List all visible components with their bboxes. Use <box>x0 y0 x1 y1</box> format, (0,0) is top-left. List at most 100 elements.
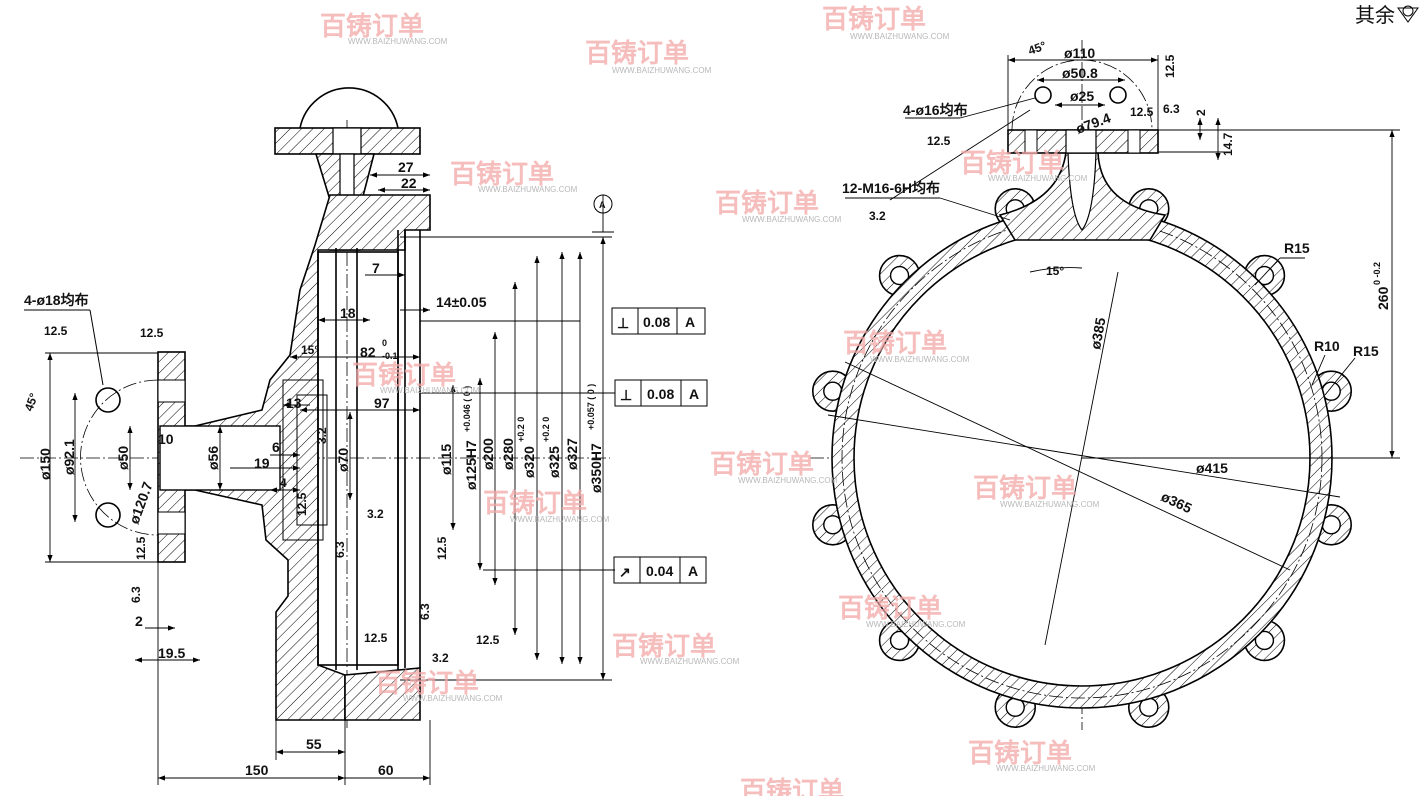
svg-text:百铸订单: 百铸订单 <box>612 631 716 661</box>
svg-text:WWW.BAIZHUWANG.COM: WWW.BAIZHUWANG.COM <box>510 515 610 524</box>
roughness-label: 3.2 <box>315 427 329 444</box>
roughness-label: 12.5 <box>435 536 449 560</box>
tolerance-label: +0.057 ( 0 ) <box>586 384 596 430</box>
dim-label: ø150 <box>37 448 53 480</box>
hole-callout: 4-ø16均布 <box>903 102 968 118</box>
dim-label: 19 <box>254 455 270 471</box>
dim-label: ø50 <box>115 446 131 470</box>
roughness-label: 12.5 <box>364 631 388 645</box>
svg-text:百铸订单: 百铸订单 <box>483 488 587 518</box>
bolt-circle <box>80 379 159 536</box>
dim-label: 22 <box>401 175 417 191</box>
dim-label: 6 <box>272 439 280 455</box>
radius-label: R10 <box>1314 338 1340 354</box>
gdt-tolerance: 0.08 <box>643 314 670 330</box>
dim-label: ø70 <box>335 448 351 472</box>
svg-text:WWW.BAIZHUWANG.COM: WWW.BAIZHUWANG.COM <box>380 386 480 395</box>
dim-label: 10 <box>158 431 174 447</box>
svg-text:百铸订单: 百铸订单 <box>740 776 844 796</box>
roughness-label: 12.5 <box>1163 54 1177 78</box>
threaded-hole <box>1254 630 1275 651</box>
gdt-datum: A <box>685 314 695 330</box>
bolt-hole <box>1034 86 1052 104</box>
outlet-dome <box>299 87 399 129</box>
dim-label: ø280 <box>500 438 516 470</box>
hole-callout: 4-ø18均布 <box>24 292 89 308</box>
tolerance-label: +0.046 ( 0 ) <box>462 386 472 432</box>
bolt-circle <box>1011 59 1153 131</box>
dim-label: 260 <box>1375 286 1391 310</box>
svg-text:百铸订单: 百铸订单 <box>715 188 819 218</box>
svg-text:WWW.BAIZHUWANG.COM: WWW.BAIZHUWANG.COM <box>866 620 966 629</box>
svg-text:百铸订单: 百铸订单 <box>352 360 456 390</box>
datum-marker <box>593 194 613 214</box>
tolerance-label: +0.2 0 <box>516 417 526 442</box>
roughness-label: 3.2 <box>367 507 384 521</box>
angle-label: 45° <box>22 391 41 413</box>
perpendicularity-icon: ⊥ <box>617 315 629 331</box>
front-view <box>810 40 1400 730</box>
svg-text:WWW.BAIZHUWANG.COM: WWW.BAIZHUWANG.COM <box>478 185 578 194</box>
svg-text:百铸订单: 百铸订单 <box>838 593 942 623</box>
dim-label: ø320 <box>521 446 537 478</box>
gdt-frame: ⊥ 0.08 A <box>611 307 706 335</box>
angle-label: 45° <box>1026 38 1048 57</box>
roughness-label: 12.5 <box>134 536 148 560</box>
general-roughness-note: 其余 <box>1355 4 1419 27</box>
dim-label: 4 <box>280 476 287 490</box>
roughness-label: 6.3 <box>333 541 347 558</box>
svg-text:百铸订单: 百铸订单 <box>375 668 479 698</box>
dim-label: 60 <box>378 762 394 778</box>
svg-text:WWW.BAIZHUWANG.COM: WWW.BAIZHUWANG.COM <box>1000 500 1100 509</box>
radius-label: R15 <box>1353 343 1379 359</box>
svg-text:百铸订单: 百铸订单 <box>320 11 424 41</box>
base-foot <box>344 667 421 721</box>
bolt-hole <box>1109 86 1127 104</box>
datum-label: A <box>599 200 606 210</box>
dim-label: ø200 <box>480 438 496 470</box>
dim-label: 14±0.05 <box>436 294 487 310</box>
tolerance-label: 0 -0.2 <box>1372 262 1382 285</box>
roughness-label: 6.3 <box>418 603 432 620</box>
bolt-hole <box>95 502 121 528</box>
runout-icon: ↗ <box>619 564 631 580</box>
watermark: 百铸订单 <box>740 776 844 796</box>
threaded-hole <box>889 265 910 286</box>
roughness-label: 12.5 <box>295 492 309 516</box>
dim-label: 18 <box>340 305 356 321</box>
section-view-labels: 4-ø18均布 12.5 12.5 45° ø150 ø92.1 ø50 ø56… <box>22 159 604 778</box>
radius-label: R15 <box>1284 240 1310 256</box>
roughness-label: 6.3 <box>129 586 143 603</box>
svg-text:WWW.BAIZHUWANG.COM: WWW.BAIZHUWANG.COM <box>612 66 712 75</box>
svg-text:百铸订单: 百铸订单 <box>822 4 926 34</box>
svg-text:WWW.BAIZHUWANG.COM: WWW.BAIZHUWANG.COM <box>870 355 970 364</box>
dimension-lines <box>827 55 1400 646</box>
svg-text:百铸订单: 百铸订单 <box>960 148 1064 178</box>
svg-text:WWW.BAIZHUWANG.COM: WWW.BAIZHUWANG.COM <box>348 37 448 46</box>
svg-text:WWW.BAIZHUWANG.COM: WWW.BAIZHUWANG.COM <box>996 764 1096 773</box>
svg-text:WWW.BAIZHUWANG.COM: WWW.BAIZHUWANG.COM <box>988 174 1088 183</box>
perpendicularity-icon: ⊥ <box>620 387 632 403</box>
roughness-label: 12.5 <box>140 326 164 340</box>
roughness-label: 6.3 <box>1163 102 1180 116</box>
dim-label: ø110 <box>1064 45 1095 61</box>
svg-text:WWW.BAIZHUWANG.COM: WWW.BAIZHUWANG.COM <box>640 657 740 666</box>
threaded-hole <box>889 630 910 651</box>
roughness-label: 3.2 <box>869 209 886 223</box>
tolerance-label: 0 <box>382 338 387 348</box>
gdt-tolerance: 0.04 <box>646 563 673 579</box>
svg-text:WWW.BAIZHUWANG.COM: WWW.BAIZHUWANG.COM <box>850 32 950 41</box>
svg-text:百铸订单: 百铸订单 <box>710 449 814 479</box>
